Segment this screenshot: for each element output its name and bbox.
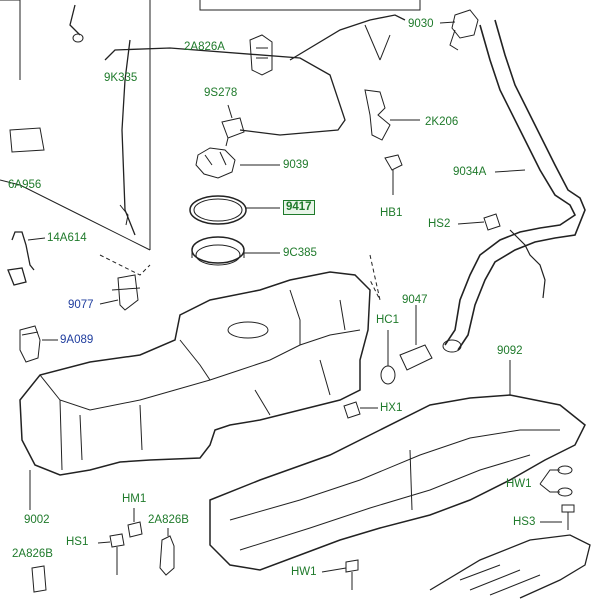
label-hs1: HS1: [66, 536, 89, 548]
fuel-tank-9002-top: [39, 289, 361, 471]
hose-9047: [399, 344, 433, 371]
label-6a956: 6A956: [8, 179, 42, 191]
filler-tube-9034a-inner: [457, 19, 586, 351]
label-hc1: HC1: [376, 314, 400, 326]
label-9030: 9030: [408, 18, 434, 30]
leader-hs2: [457, 221, 485, 225]
label-9092: 9092: [497, 345, 523, 357]
lower-shield-hatch: [459, 564, 541, 596]
label-hm1: HM1: [122, 493, 147, 505]
clip-2a826b-left: [31, 565, 47, 593]
label-hs2: HS2: [428, 218, 451, 230]
part-6a956: [9, 127, 45, 153]
connector-14a614: [7, 231, 35, 286]
label-hb1: HB1: [380, 207, 403, 219]
plug-9a089: [19, 325, 41, 363]
leader-hw1b: [321, 567, 347, 573]
clip-2a826b-top: [159, 535, 175, 576]
seal-ring-9417: [189, 195, 247, 225]
screw-hs2: [483, 213, 501, 231]
washer-hw1-a: [557, 465, 573, 475]
lock-ring-side: [191, 250, 245, 258]
leader-14a614: [27, 237, 46, 241]
label-9077: 9077: [68, 299, 94, 311]
filler-cap-9030: [449, 9, 479, 51]
leader-hs1: [97, 541, 111, 544]
clip-2a826a: [249, 34, 273, 76]
clamp-hc1: [380, 365, 396, 385]
lock-ring-9c385: [191, 236, 245, 264]
bolt-hw1b: [345, 559, 359, 590]
label-hw1-bottom: HW1: [291, 566, 317, 578]
label-2a826a: 2A826A: [184, 41, 225, 53]
nut-hm1: [127, 521, 143, 538]
label-hw1-right: HW1: [506, 478, 532, 490]
label-9a089: 9A089: [60, 334, 94, 346]
hose-end-top: [72, 33, 84, 43]
label-9s278: 9S278: [204, 87, 238, 99]
vapour-hose: [104, 47, 346, 136]
label-hs3: HS3: [513, 516, 536, 528]
shield-9092-ribs: [229, 429, 560, 551]
tank-opening: [227, 321, 269, 339]
label-9417: 9417: [283, 200, 315, 215]
label-9c385: 9C385: [283, 247, 317, 259]
tank-ridges: [79, 299, 346, 461]
label-9k335: 9K335: [104, 72, 138, 84]
label-9034a: 9034A: [453, 166, 487, 178]
washer-hw1-b: [557, 487, 573, 497]
hose-9k335: [69, 4, 136, 236]
label-2a826b-left: 2A826B: [12, 548, 53, 560]
seal-ring-9417-inner: [193, 198, 243, 222]
filler-tube-9034a: [444, 24, 577, 346]
panel-frame: [0, 0, 421, 251]
bracket-9077: [111, 274, 141, 311]
label-9047: 9047: [402, 294, 428, 306]
hose-end-bottom: [119, 204, 129, 226]
label-2a826b-top: 2A826B: [148, 514, 189, 526]
leader-hw1a: [539, 469, 560, 493]
label-9039: 9039: [283, 159, 309, 171]
fuel-tank-9002: [19, 271, 371, 476]
screw-hs3: [561, 504, 575, 530]
shield-9092: [209, 394, 586, 571]
leader-9s278-line: [227, 104, 233, 119]
vapour-hose-2: [289, 14, 406, 61]
bolt-hb1: [384, 154, 403, 195]
leader-9030: [439, 21, 456, 24]
label-14a614: 14A614: [47, 232, 87, 244]
label-9002: 9002: [24, 514, 50, 526]
pump-module-9039: [195, 147, 236, 179]
label-2k206: 2K206: [425, 116, 459, 128]
filler-tube-end: [442, 339, 462, 353]
breather-pipe: [509, 229, 546, 299]
leader-9034a: [494, 169, 526, 173]
part-2k206: [364, 89, 391, 141]
bolt-hs1: [109, 533, 125, 575]
lock-ring-9c385-inner: [195, 244, 241, 266]
clip-hx1: [343, 401, 361, 419]
label-hx1: HX1: [380, 402, 403, 414]
leader-9077: [99, 299, 119, 305]
lower-shield: [429, 534, 591, 599]
panel-frame-dashed: [99, 254, 381, 301]
valve-9s278: [221, 117, 245, 147]
leader-9s278: [364, 24, 391, 61]
